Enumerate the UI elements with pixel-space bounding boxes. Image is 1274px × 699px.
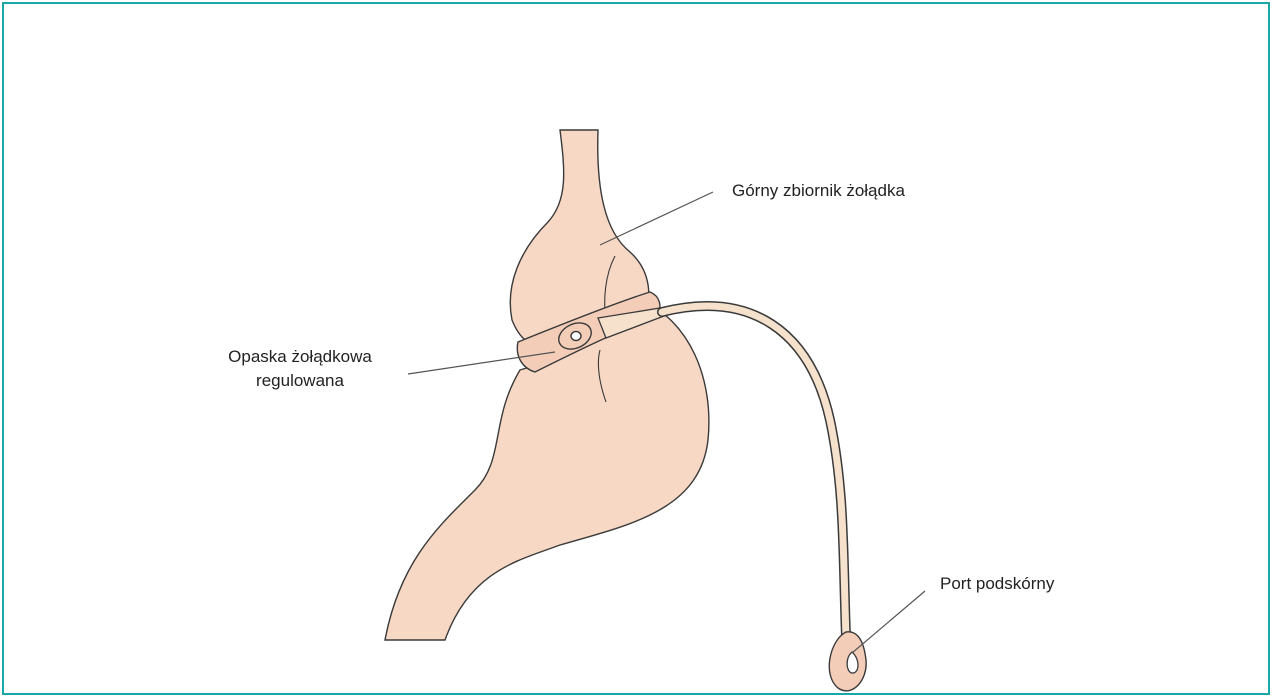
label-band: Opaska żołądkowa regulowana [194,345,406,393]
band-buckle-hole [571,332,581,341]
label-band-line1: Opaska żołądkowa [194,345,406,369]
label-band-line2: regulowana [194,369,406,393]
leader-line-upper-pouch [600,192,713,245]
label-upper-pouch: Górny zbiornik żołądka [732,179,905,203]
leader-line-port [852,591,925,653]
label-port: Port podskórny [940,572,1054,596]
